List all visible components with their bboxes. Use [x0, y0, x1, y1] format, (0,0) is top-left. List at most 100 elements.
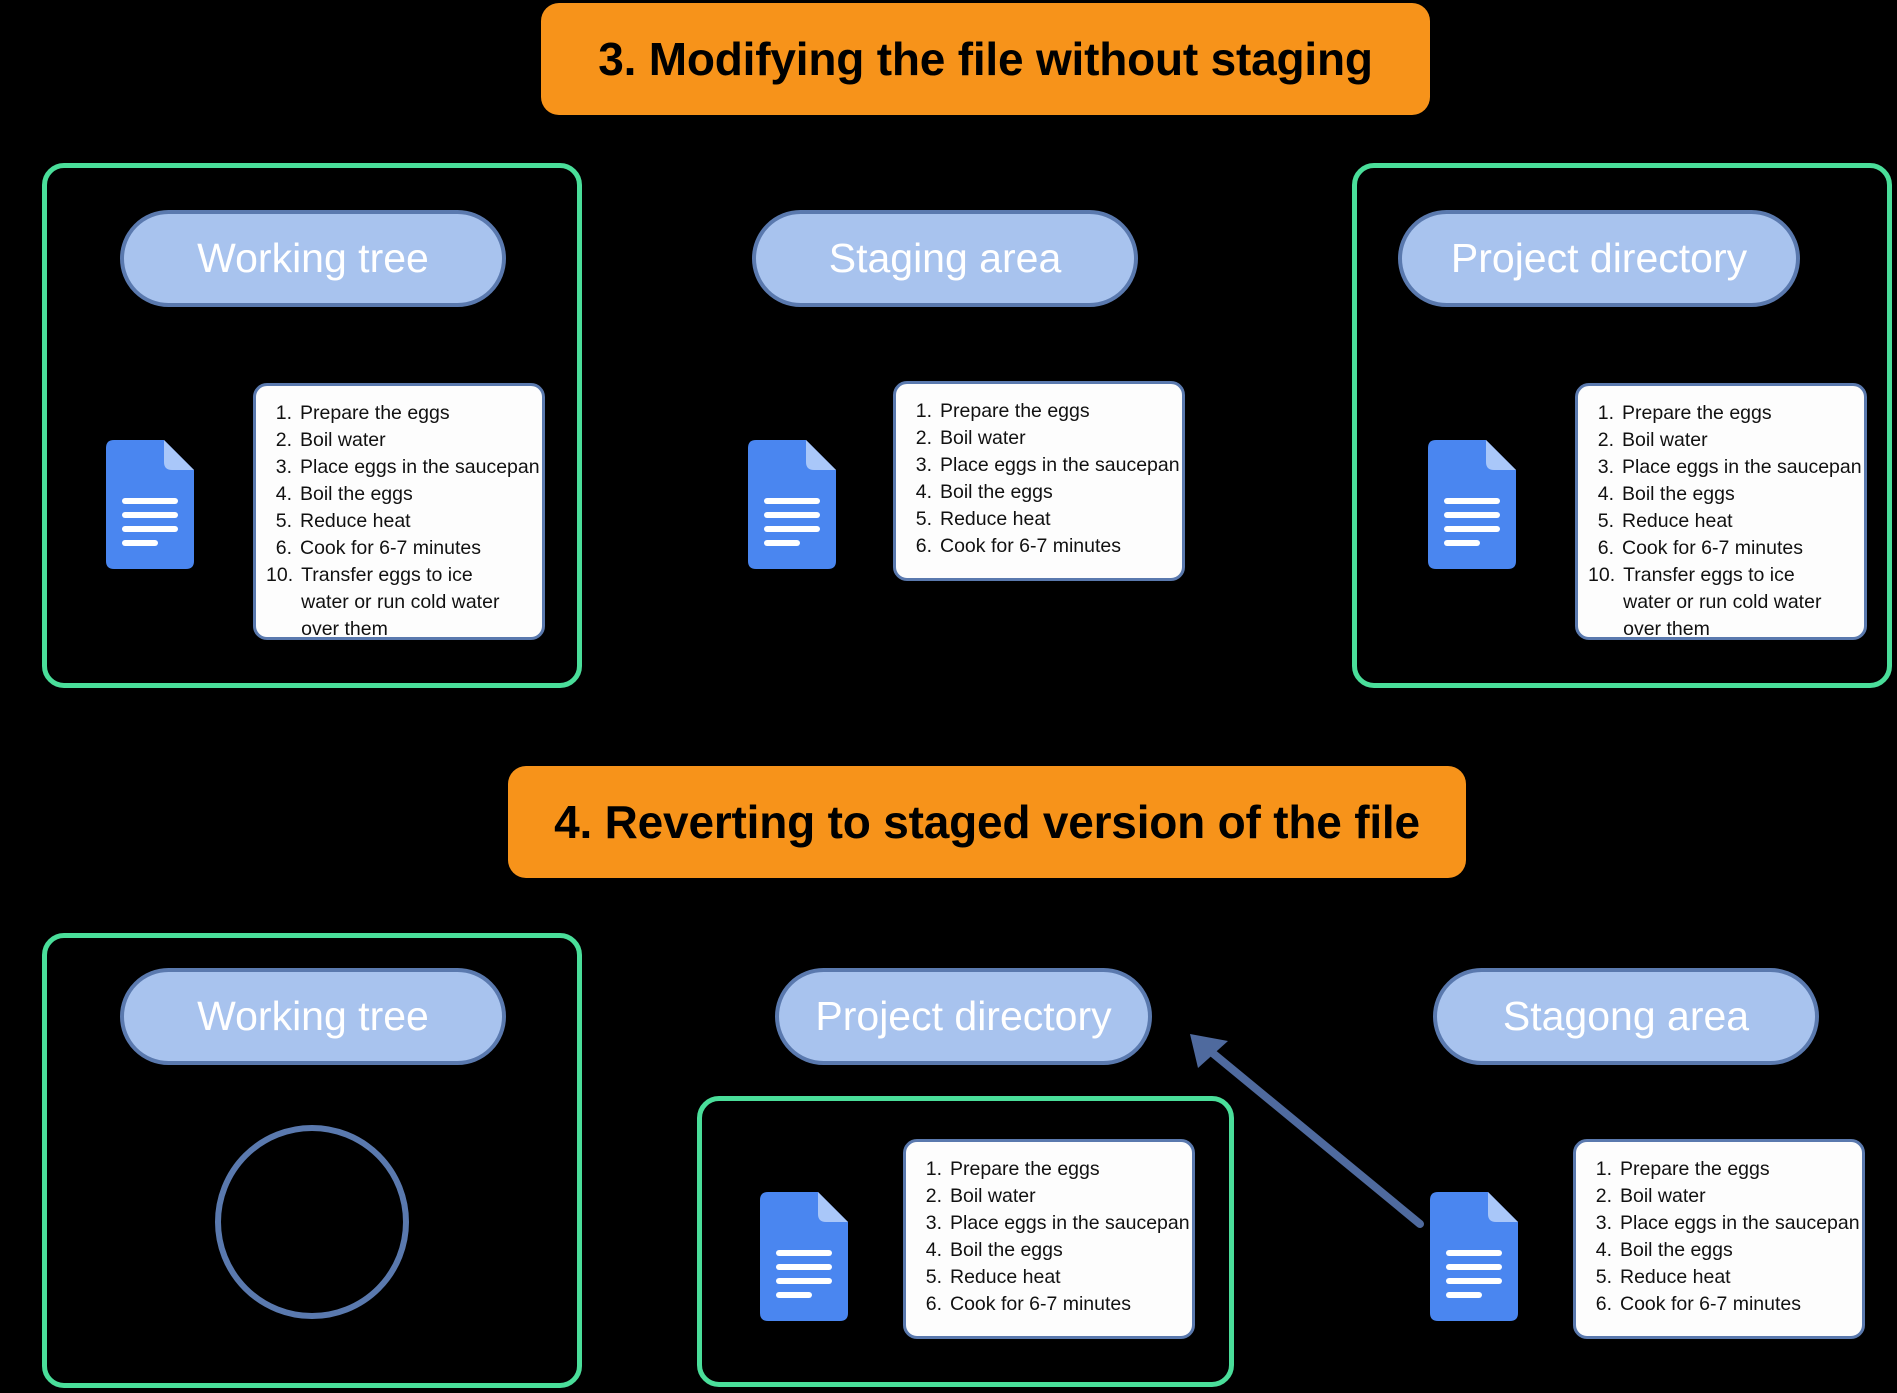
list-item: 2. Boil water	[1588, 427, 1846, 454]
list-item: 4. Boil the eggs	[1588, 481, 1846, 508]
staging-area-pill-label: Staging area	[828, 235, 1062, 281]
list-item-number: 3.	[915, 454, 932, 476]
list-item-text: Boil water	[300, 429, 386, 451]
list-item-text: Place eggs in the saucepan	[1620, 1212, 1860, 1234]
stagong-area-pill[interactable]: Stagong area	[1433, 968, 1819, 1065]
list-item: 2.Boil water	[1586, 1183, 1844, 1210]
list-item-number: 6.	[275, 537, 292, 559]
section-4-banner: 4. Reverting to staged version of the fi…	[508, 766, 1466, 878]
list-item: 6.Cook for 6-7 minutes	[1586, 1291, 1844, 1318]
list-item-number: 1.	[1595, 1158, 1612, 1180]
list-item-number: 3.	[925, 1212, 942, 1234]
list-item-number: 5.	[915, 508, 932, 530]
list-item: 1.Prepare the eggs	[916, 1156, 1174, 1183]
list-item: 6. Cook for 6-7 minutes	[266, 535, 524, 562]
list-item: 4. Boil the eggs	[916, 1237, 1174, 1264]
project-directory-2-document-icon	[752, 1190, 850, 1323]
list-item-text: Boil water	[940, 427, 1026, 449]
list-item-number: 4.	[925, 1239, 942, 1261]
working-tree-pill[interactable]: Working tree	[120, 210, 506, 307]
list-item-text: Prepare the eggs	[300, 402, 450, 424]
list-item-text: Cook for 6-7 minutes	[1622, 537, 1803, 559]
list-item-text: Boil the eggs	[940, 481, 1053, 503]
list-item-text: Reduce heat	[940, 508, 1051, 530]
list-item-number: 2.	[1595, 1185, 1612, 1207]
working-tree-pill-label: Working tree	[197, 235, 429, 281]
list-item-text: Transfer eggs to ice water or run cold w…	[1623, 564, 1822, 640]
list-item-number: 4.	[275, 483, 292, 505]
list-item-number: 2.	[915, 427, 932, 449]
working-tree-2-pill-label: Working tree	[197, 993, 429, 1039]
list-item-number: 10.	[1588, 564, 1616, 586]
list-item-text: Prepare the eggs	[1620, 1158, 1770, 1180]
list-item-number: 6.	[1595, 1293, 1612, 1315]
list-item: 3.Place eggs in the saucepan	[1588, 454, 1862, 481]
list-item-number: 4.	[1595, 1239, 1612, 1261]
list-item-text: Boil the eggs	[1622, 483, 1735, 505]
list-item-text: Place eggs in the saucepan	[940, 454, 1180, 476]
list-item: 1.Prepare the eggs	[1588, 400, 1846, 427]
list-item: 4.Boil the eggs	[906, 479, 1164, 506]
section-3-banner: 3. Modifying the file without staging	[541, 3, 1430, 115]
list-item-number: 6.	[915, 535, 932, 557]
list-item: 4. Boil the eggs	[266, 481, 524, 508]
list-item: 5. Reduce heat	[916, 1264, 1174, 1291]
working-tree-container	[42, 163, 582, 688]
list-item-number: 5.	[1597, 510, 1614, 532]
list-item-text: Reduce heat	[950, 1266, 1061, 1288]
working-tree-document-icon	[98, 438, 196, 571]
project-directory-2-pill[interactable]: Project directory	[775, 968, 1152, 1065]
list-item-number: 10.	[266, 564, 294, 586]
staging-area-pill[interactable]: Staging area	[752, 210, 1138, 307]
list-item-number: 5.	[925, 1266, 942, 1288]
list-item-number: 3.	[1597, 456, 1614, 478]
list-item-number: 2.	[1597, 429, 1614, 451]
list-item-text: Cook for 6-7 minutes	[940, 535, 1121, 557]
list-item-text: Boil water	[1622, 429, 1708, 451]
project-directory-pill-label: Project directory	[1450, 235, 1748, 281]
working-tree-2-container	[42, 933, 582, 1388]
list-item-text: Boil water	[950, 1185, 1036, 1207]
list-item-text: Place eggs in the saucepan	[300, 456, 540, 478]
working-tree-2-pill[interactable]: Working tree	[120, 968, 506, 1065]
stagong-area-pill-label: Stagong area	[1502, 993, 1750, 1039]
staging-area-document-icon	[740, 438, 838, 571]
list-item: 10. Transfer eggs to ice water or run col…	[1588, 562, 1846, 643]
list-item: 10. Transfer eggs to ice water or run col…	[266, 562, 524, 643]
list-item-text: Boil the eggs	[300, 483, 413, 505]
list-item: 3. Place eggs in the saucepan	[916, 1210, 1190, 1237]
list-item-number: 5.	[1595, 1266, 1612, 1288]
list-item-text: Cook for 6-7 minutes	[300, 537, 481, 559]
list-item: 5.Reduce heat	[1586, 1264, 1844, 1291]
list-item-number: 2.	[275, 429, 292, 451]
list-item-text: Boil the eggs	[950, 1239, 1063, 1261]
project-directory-2-pill-label: Project directory	[815, 993, 1112, 1039]
list-item-text: Reduce heat	[1622, 510, 1733, 532]
stagong-area-document-icon	[1422, 1190, 1520, 1323]
list-item: 2.Boil water	[916, 1183, 1174, 1210]
project-directory-container	[1352, 163, 1892, 688]
project-directory-pill[interactable]: Project directory	[1398, 210, 1800, 307]
list-item: 3. Place eggs in the saucepan	[1586, 1210, 1860, 1237]
list-item-number: 3.	[1595, 1212, 1612, 1234]
list-item: 3.Place eggs in the saucepan	[266, 454, 540, 481]
list-item: 2. Boil water	[266, 427, 524, 454]
list-item-text: Cook for 6-7 minutes	[950, 1293, 1131, 1315]
list-item-number: 4.	[1597, 483, 1614, 505]
list-item: 3. Place eggs in the saucepan	[906, 452, 1180, 479]
list-item-text: Prepare the eggs	[1622, 402, 1772, 424]
list-item-text: Place eggs in the saucepan	[950, 1212, 1190, 1234]
list-item: 5. Reduce heat	[1588, 508, 1846, 535]
list-item: 6.Cook for 6-7 minutes	[1588, 535, 1846, 562]
list-item: 2. Boil water	[906, 425, 1164, 452]
list-item-text: Transfer eggs to ice water or run cold w…	[301, 564, 500, 640]
list-item: 5. Reduce heat	[906, 506, 1164, 533]
